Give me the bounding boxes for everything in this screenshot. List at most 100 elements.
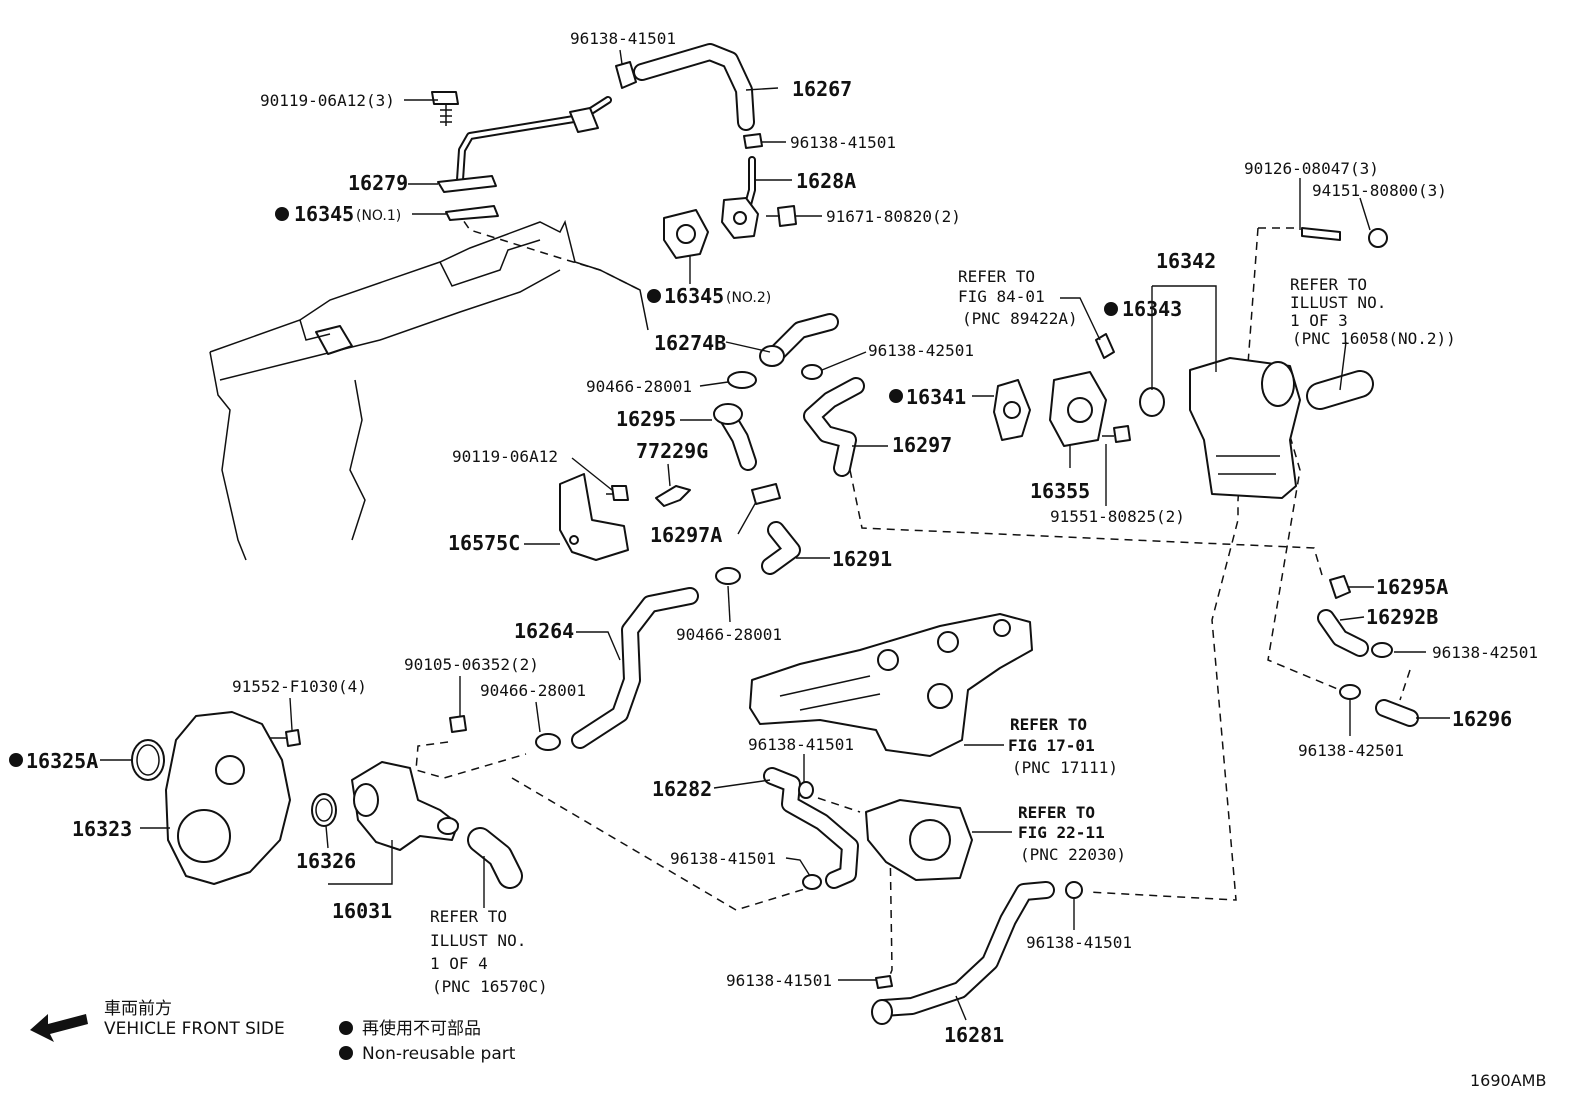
svg-text:(PNC 22030): (PNC 22030): [1020, 845, 1126, 864]
label-16345-no1-suffix: (NO.1): [356, 208, 401, 224]
label-16297A: 16297A: [650, 523, 722, 547]
label-96138-42501-b: 96138-42501: [1432, 643, 1538, 662]
gasket-16325A: [131, 739, 165, 781]
ref-illust-1-of-4: REFER TO ILLUST NO. 1 OF 4 (PNC 16570C): [430, 907, 548, 996]
label-94151-80800-3: 94151-80800(3): [1312, 181, 1447, 200]
label-16281: 16281: [944, 1023, 1004, 1047]
label-16292B: 16292B: [1366, 605, 1438, 629]
flange-16355: [1049, 371, 1107, 447]
clamp-96138-42501-b: [1371, 642, 1393, 658]
legend-nonreuse-en: Non-reusable part: [362, 1044, 516, 1064]
svg-text:(PNC 89422A): (PNC 89422A): [962, 309, 1078, 328]
label-91551-80825-2: 91551-80825(2): [1050, 507, 1185, 526]
label-96138-41501-e: 96138-41501: [1026, 933, 1132, 952]
hose-16267: [615, 43, 763, 149]
label-16323: 16323: [72, 817, 132, 841]
label-90126-08047-3: 90126-08047(3): [1244, 159, 1379, 178]
sensor-89422A: [1095, 333, 1115, 359]
label-77229G: 77229G: [636, 439, 708, 463]
bolt-91671-80820: [766, 205, 797, 227]
clamp-96138-41501-d: [802, 874, 822, 890]
throttle-body-22030: [865, 799, 973, 881]
clamp-96138-42501-a: [801, 364, 823, 380]
svg-text:(PNC 16570C): (PNC 16570C): [432, 977, 548, 996]
hose-16297: [803, 377, 865, 477]
ref-fig-22-11: REFER TO FIG 22-11 (PNC 22030): [1018, 803, 1126, 864]
hose-16292B: [1317, 609, 1369, 657]
hose-16274B: [759, 313, 839, 367]
label-16342: 16342: [1156, 249, 1216, 273]
hose-16570C: [467, 827, 523, 889]
hose-16291: [761, 521, 801, 575]
label-90466-28001-c: 90466-28001: [480, 681, 586, 700]
legend-front-jp: 車両前方: [104, 999, 172, 1019]
svg-text:ILLUST NO.: ILLUST NO.: [1290, 293, 1386, 312]
hose-16282: [763, 767, 859, 889]
label-16345-no2: 16345: [664, 284, 724, 308]
label-16295: 16295: [616, 407, 676, 431]
clamp-96138-41501-c: [798, 781, 814, 799]
bolt-90119-06A12-3: [431, 91, 459, 126]
label-90105-06352-2: 90105-06352(2): [404, 655, 539, 674]
engine-block-outline: [209, 219, 649, 561]
bracket-77229G: [655, 485, 691, 507]
label-16295A: 16295A: [1376, 575, 1448, 599]
bolt-91551-80825: [1102, 425, 1131, 443]
hose-16281: [871, 881, 1055, 1025]
label-16355: 16355: [1030, 479, 1090, 503]
label-16325A: 16325A: [26, 749, 98, 773]
part-labels: 96138-41501 90119-06A12(3) 16267 96138-4…: [26, 29, 1538, 1047]
bolt-90119-06A12: [606, 485, 629, 501]
clamp-96138-41501-f: [1065, 881, 1083, 899]
label-96138-41501-d: 96138-41501: [670, 849, 776, 868]
gasket-16341: [993, 379, 1031, 441]
label-16296: 16296: [1452, 707, 1512, 731]
label-1628A: 1628A: [796, 169, 856, 193]
hose-16264: [571, 587, 699, 749]
ref-fig-84-01: REFER TO FIG 84-01 (PNC 89422A): [958, 267, 1078, 328]
label-96138-41501-b: 96138-41501: [790, 133, 896, 152]
label-96138-42501-c: 96138-42501: [1298, 741, 1404, 760]
water-pipe-16279: [437, 96, 612, 221]
svg-text:REFER TO: REFER TO: [1010, 715, 1087, 734]
label-91552-F1030-4: 91552-F1030(4): [232, 677, 367, 696]
water-inlet-16031: [351, 761, 459, 851]
legend-nonreuse-jp: 再使用不可部品: [362, 1018, 481, 1039]
label-16345-no1: 16345: [294, 202, 354, 226]
label-16291: 16291: [832, 547, 892, 571]
non-reusable-markers: [9, 207, 1118, 767]
label-16575C: 16575C: [448, 531, 520, 555]
bolt-91552-F1030: [270, 729, 301, 747]
exhaust-manifold-17111: [749, 613, 1033, 757]
label-16267: 16267: [792, 77, 852, 101]
nut-94151-80800: [1368, 228, 1388, 248]
egr-housing-16342: [1189, 357, 1301, 499]
svg-text:REFER TO: REFER TO: [1018, 803, 1095, 822]
bracket-16575C: [559, 473, 629, 561]
arrow-left-icon: [30, 1014, 88, 1042]
svg-text:REFER TO: REFER TO: [1290, 275, 1367, 294]
clamp-96138-42501-c: [1339, 684, 1361, 700]
label-90466-28001-b: 90466-28001: [676, 625, 782, 644]
svg-text:REFER TO: REFER TO: [958, 267, 1035, 286]
label-96138-41501-f: 96138-41501: [726, 971, 832, 990]
svg-text:ILLUST NO.: ILLUST NO.: [430, 931, 526, 950]
bullet-icon: [339, 1046, 353, 1060]
svg-text:REFER TO: REFER TO: [430, 907, 507, 926]
label-90466-28001-a: 90466-28001: [586, 377, 692, 396]
label-16345-no2-suffix: (NO.2): [726, 290, 771, 306]
label-16279: 16279: [348, 171, 408, 195]
hose-16295: [713, 403, 757, 471]
svg-text:FIG 22-11: FIG 22-11: [1018, 823, 1105, 842]
label-90119-06A12-3: 90119-06A12(3): [260, 91, 395, 110]
leader-lines: [100, 49, 1450, 1021]
reference-notes: REFER TO FIG 84-01 (PNC 89422A) REFER TO…: [430, 267, 1456, 996]
label-16282: 16282: [652, 777, 712, 801]
svg-text:(PNC 16058(NO.2)): (PNC 16058(NO.2)): [1292, 329, 1456, 348]
clamp-90466-28001-a: [727, 371, 757, 389]
label-90119-06A12: 90119-06A12: [452, 447, 558, 466]
clamp-90466-28001-c: [535, 733, 561, 751]
label-96138-42501-a: 96138-42501: [868, 341, 974, 360]
svg-text:1 OF 3: 1 OF 3: [1290, 311, 1348, 330]
